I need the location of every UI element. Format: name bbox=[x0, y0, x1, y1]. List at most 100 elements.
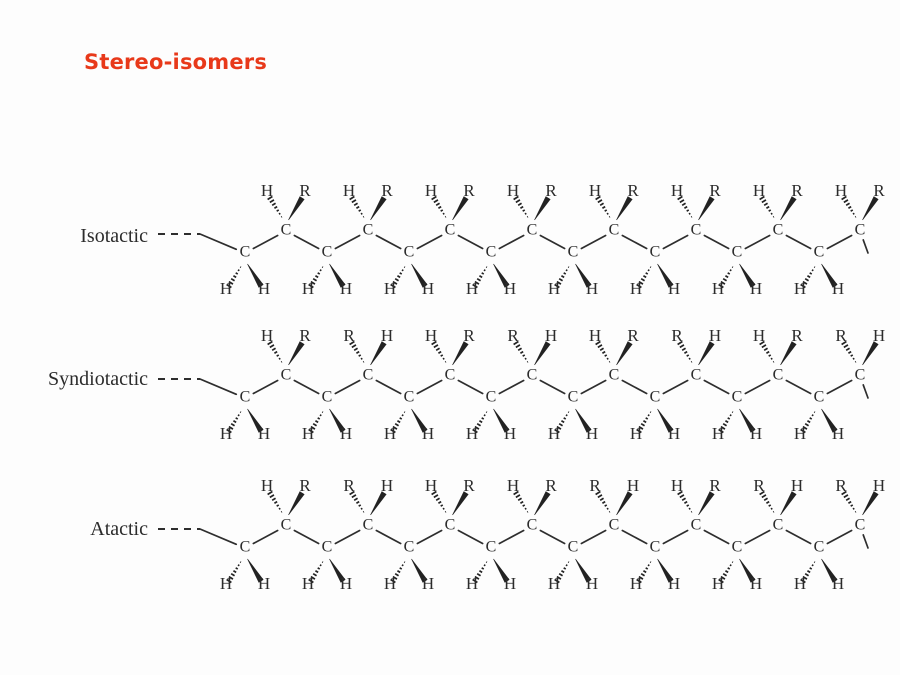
upper-right-substituent-label: H bbox=[709, 326, 721, 345]
backbone-bond bbox=[375, 379, 402, 395]
carbon-label-backdrop bbox=[483, 540, 499, 556]
backbone-bond bbox=[744, 379, 771, 395]
backbone-bond bbox=[826, 379, 853, 395]
backbone-bond bbox=[862, 239, 869, 254]
carbon-label-backdrop bbox=[565, 540, 581, 556]
lower-right-substituent-label: H bbox=[668, 424, 680, 443]
carbon-label-backdrop bbox=[319, 245, 335, 261]
upper-left-substituent-label: H bbox=[835, 181, 847, 200]
lower-left-substituent-label: H bbox=[712, 574, 724, 593]
upper-backbone-carbon-label: C bbox=[773, 517, 784, 534]
upper-right-substituent-label: R bbox=[709, 476, 721, 495]
hashed-wedge-bond bbox=[759, 195, 775, 218]
lower-right-substituent-label: H bbox=[422, 574, 434, 593]
solid-wedge-bond bbox=[247, 558, 264, 583]
upper-left-substituent-label: H bbox=[507, 181, 519, 200]
backbone-bond bbox=[744, 234, 771, 250]
lower-left-substituent-label: H bbox=[712, 424, 724, 443]
solid-wedge-bond bbox=[862, 491, 879, 516]
upper-left-substituent-label: H bbox=[261, 326, 273, 345]
carbon-label-backdrop bbox=[524, 368, 540, 384]
hashed-wedge-bond bbox=[800, 266, 816, 289]
upper-backbone-carbon-label: C bbox=[691, 517, 702, 534]
solid-wedge-bond bbox=[739, 263, 756, 288]
lower-left-substituent-label: H bbox=[630, 424, 642, 443]
lower-left-substituent-label: H bbox=[384, 574, 396, 593]
upper-right-substituent-label: R bbox=[299, 476, 311, 495]
hashed-wedge-bond bbox=[308, 266, 324, 289]
carbon-label-backdrop bbox=[401, 245, 417, 261]
backbone-bond bbox=[539, 529, 566, 545]
carbon-label-backdrop bbox=[606, 368, 622, 384]
solid-wedge-bond bbox=[534, 196, 551, 221]
upper-left-substituent-label: H bbox=[753, 181, 765, 200]
lower-backbone-carbon-label: C bbox=[650, 539, 661, 556]
backbone-bond bbox=[703, 379, 730, 395]
solid-wedge-bond bbox=[493, 408, 510, 433]
upper-left-substituent-label: R bbox=[507, 326, 519, 345]
upper-left-substituent-label: R bbox=[835, 326, 847, 345]
upper-left-substituent-label: H bbox=[425, 476, 437, 495]
lower-right-substituent-label: H bbox=[340, 574, 352, 593]
upper-left-substituent-label: H bbox=[671, 181, 683, 200]
carbon-label-backdrop bbox=[770, 518, 786, 534]
carbon-label-backdrop bbox=[483, 390, 499, 406]
lower-left-substituent-label: H bbox=[302, 574, 314, 593]
solid-wedge-bond bbox=[862, 196, 879, 221]
solid-wedge-bond bbox=[657, 558, 674, 583]
carbon-label-backdrop bbox=[524, 518, 540, 534]
lower-left-substituent-label: H bbox=[220, 279, 232, 298]
solid-wedge-bond bbox=[780, 341, 797, 366]
solid-wedge-bond bbox=[862, 341, 879, 366]
backbone-bond bbox=[375, 529, 402, 545]
backbone-bond bbox=[703, 234, 730, 250]
hashed-wedge-bond bbox=[759, 340, 775, 363]
carbon-label-backdrop bbox=[319, 390, 335, 406]
backbone-bond bbox=[744, 529, 771, 545]
lower-backbone-carbon-label: C bbox=[322, 539, 333, 556]
lower-backbone-carbon-label: C bbox=[568, 389, 579, 406]
lower-right-substituent-label: H bbox=[504, 424, 516, 443]
hashed-wedge-bond bbox=[349, 340, 365, 363]
solid-wedge-bond bbox=[739, 558, 756, 583]
lower-left-substituent-label: H bbox=[302, 424, 314, 443]
upper-backbone-carbon-label: C bbox=[609, 222, 620, 239]
upper-backbone-carbon-label: C bbox=[691, 222, 702, 239]
lower-right-substituent-label: H bbox=[750, 574, 762, 593]
backbone-bond bbox=[826, 529, 853, 545]
lower-right-substituent-label: H bbox=[832, 574, 844, 593]
lower-backbone-carbon-label: C bbox=[404, 539, 415, 556]
backbone-bond bbox=[252, 379, 279, 395]
lower-right-substituent-label: H bbox=[750, 279, 762, 298]
hashed-wedge-bond bbox=[841, 340, 857, 363]
backbone-bond bbox=[539, 379, 566, 395]
solid-wedge-bond bbox=[575, 263, 592, 288]
upper-backbone-carbon-label: C bbox=[281, 367, 292, 384]
upper-backbone-carbon-label: C bbox=[527, 517, 538, 534]
solid-wedge-bond bbox=[821, 408, 838, 433]
upper-backbone-carbon-label: C bbox=[773, 222, 784, 239]
backbone-bond bbox=[457, 234, 484, 250]
carbon-label-backdrop bbox=[360, 223, 376, 239]
upper-backbone-carbon-label: C bbox=[445, 222, 456, 239]
hashed-wedge-bond bbox=[554, 411, 570, 434]
solid-wedge-bond bbox=[370, 491, 387, 516]
carbon-label-backdrop bbox=[811, 245, 827, 261]
upper-right-substituent-label: H bbox=[873, 476, 885, 495]
lower-left-substituent-label: H bbox=[466, 279, 478, 298]
lower-right-substituent-label: H bbox=[422, 279, 434, 298]
solid-wedge-bond bbox=[288, 341, 305, 366]
upper-left-substituent-label: H bbox=[507, 476, 519, 495]
backbone-bond bbox=[539, 234, 566, 250]
hashed-wedge-bond bbox=[841, 490, 857, 513]
lower-right-substituent-label: H bbox=[258, 424, 270, 443]
lower-left-substituent-label: H bbox=[794, 574, 806, 593]
backbone-bond bbox=[416, 379, 443, 395]
solid-wedge-bond bbox=[411, 263, 428, 288]
upper-left-substituent-label: R bbox=[753, 476, 765, 495]
solid-wedge-bond bbox=[575, 408, 592, 433]
lower-backbone-carbon-label: C bbox=[568, 244, 579, 261]
